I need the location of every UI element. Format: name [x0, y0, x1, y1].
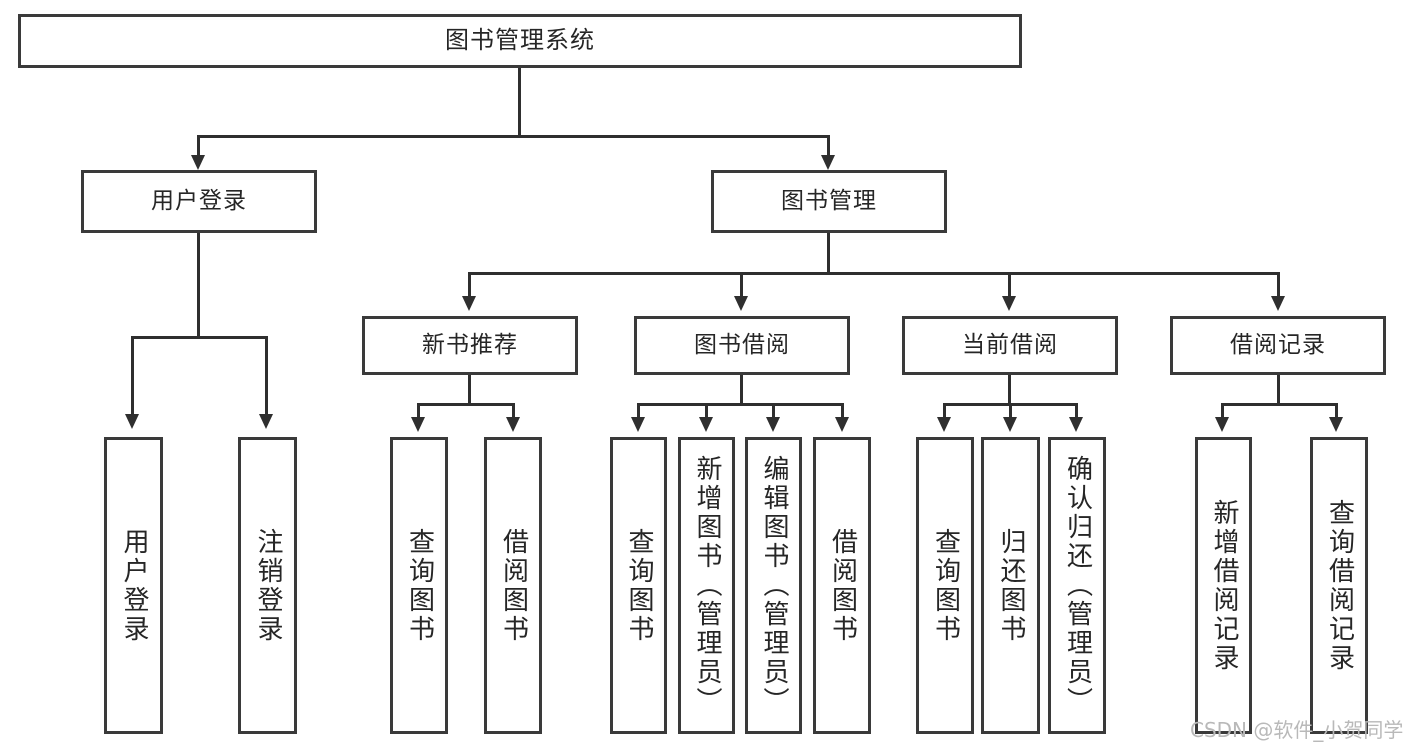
- connector-cb-drop-2: [1009, 403, 1012, 419]
- connector-user-login-drop-2: [265, 336, 268, 416]
- connector-new-book-stem: [468, 375, 471, 405]
- leaf-label: 查询借阅记录: [1324, 498, 1355, 673]
- arrowhead-borrow-record: [1271, 296, 1285, 311]
- leaf-bb-query-book[interactable]: 查询图书: [610, 437, 667, 734]
- connector-user-login-stem: [197, 233, 200, 338]
- connector-br-drop-1: [1221, 403, 1224, 419]
- leaf-label: 新增图书（管理员）: [692, 455, 723, 716]
- leaf-bb-edit-book[interactable]: 编辑图书（管理员）: [745, 437, 802, 734]
- leaf-logout[interactable]: 注销登录: [238, 437, 297, 734]
- connector-book-manage-stem: [827, 233, 830, 274]
- leaf-nb-borrow-book[interactable]: 借阅图书: [484, 437, 542, 734]
- leaf-label: 编辑图书（管理员）: [759, 455, 790, 716]
- node-label: 借阅记录: [1230, 332, 1326, 359]
- arrowhead-nb-leaf-1: [411, 417, 425, 432]
- node-book-management[interactable]: 图书管理: [711, 170, 947, 233]
- connector-root-bus: [197, 135, 830, 138]
- arrowhead-user-login: [191, 155, 205, 170]
- arrowhead-cb-leaf-3: [1069, 417, 1083, 432]
- connector-cb-drop-3: [1075, 403, 1078, 419]
- arrowhead-cb-leaf-2: [1003, 417, 1017, 432]
- connector-book-manage-bus: [468, 272, 1280, 275]
- arrowhead-bb-leaf-1: [631, 417, 645, 432]
- connector-to-new-book: [468, 272, 471, 298]
- leaf-cb-query-book[interactable]: 查询图书: [916, 437, 974, 734]
- connector-borrow-record-bus: [1221, 403, 1338, 406]
- connector-root-to-user-login: [197, 135, 200, 157]
- arrowhead-leaf-logout: [259, 414, 273, 429]
- connector-cb-drop-1: [943, 403, 946, 419]
- arrowhead-book-manage: [821, 155, 835, 170]
- arrowhead-bb-leaf-3: [766, 417, 780, 432]
- leaf-bb-borrow-book[interactable]: 借阅图书: [813, 437, 871, 734]
- node-label: 新书推荐: [422, 332, 518, 359]
- connector-to-current-borrow: [1008, 272, 1011, 298]
- connector-book-borrow-bus: [637, 403, 844, 406]
- arrowhead-bb-leaf-4: [835, 417, 849, 432]
- connector-new-book-bus: [417, 403, 515, 406]
- leaf-br-add-record[interactable]: 新增借阅记录: [1195, 437, 1252, 734]
- connector-bb-drop-2: [705, 403, 708, 419]
- leaf-label: 查询图书: [624, 527, 655, 644]
- leaf-cb-return-book[interactable]: 归还图书: [981, 437, 1040, 734]
- connector-new-book-drop-2: [512, 403, 515, 419]
- node-label: 用户登录: [151, 188, 247, 215]
- arrowhead-bb-leaf-2: [699, 417, 713, 432]
- leaf-label: 用户登录: [119, 527, 150, 644]
- leaf-cb-confirm-return[interactable]: 确认归还（管理员）: [1048, 437, 1106, 734]
- arrowhead-leaf-user-login: [125, 414, 139, 429]
- connector-current-borrow-stem: [1008, 375, 1011, 405]
- leaf-label: 归还图书: [996, 527, 1027, 644]
- leaf-label: 查询图书: [404, 527, 435, 644]
- node-root-system[interactable]: 图书管理系统: [18, 14, 1022, 68]
- connector-br-drop-2: [1335, 403, 1338, 419]
- leaf-label: 注销登录: [253, 527, 284, 644]
- leaf-user-login[interactable]: 用户登录: [104, 437, 163, 734]
- node-current-borrow[interactable]: 当前借阅: [902, 316, 1118, 375]
- node-book-borrow[interactable]: 图书借阅: [634, 316, 850, 375]
- connector-to-borrow-record: [1277, 272, 1280, 298]
- leaf-label: 确认归还（管理员）: [1062, 455, 1093, 716]
- leaf-br-query-record[interactable]: 查询借阅记录: [1310, 437, 1368, 734]
- leaf-nb-query-book[interactable]: 查询图书: [390, 437, 448, 734]
- node-label: 当前借阅: [962, 332, 1058, 359]
- node-user-login[interactable]: 用户登录: [81, 170, 317, 233]
- connector-bb-drop-4: [841, 403, 844, 419]
- connector-root-to-book-manage: [827, 135, 830, 157]
- connector-to-book-borrow: [740, 272, 743, 298]
- leaf-label: 借阅图书: [827, 527, 858, 644]
- arrowhead-nb-leaf-2: [506, 417, 520, 432]
- arrowhead-br-leaf-2: [1329, 417, 1343, 432]
- connector-user-login-bus: [131, 336, 268, 339]
- node-label: 图书管理系统: [445, 26, 595, 55]
- connector-bb-drop-3: [772, 403, 775, 419]
- arrowhead-current-borrow: [1002, 296, 1016, 311]
- node-borrow-record[interactable]: 借阅记录: [1170, 316, 1386, 375]
- leaf-bb-add-book[interactable]: 新增图书（管理员）: [678, 437, 735, 734]
- connector-bb-drop-1: [637, 403, 640, 419]
- connector-book-borrow-stem: [740, 375, 743, 405]
- connector-user-login-drop-1: [131, 336, 134, 416]
- connector-new-book-drop-1: [417, 403, 420, 419]
- arrowhead-cb-leaf-1: [937, 417, 951, 432]
- connector-borrow-record-stem: [1277, 375, 1280, 405]
- leaf-label: 新增借阅记录: [1209, 498, 1240, 673]
- node-label: 图书借阅: [694, 332, 790, 359]
- leaf-label: 借阅图书: [498, 527, 529, 644]
- node-label: 图书管理: [781, 188, 877, 215]
- arrowhead-br-leaf-1: [1215, 417, 1229, 432]
- connector-root-stem: [518, 68, 521, 137]
- node-new-book-recommend[interactable]: 新书推荐: [362, 316, 578, 375]
- leaf-label: 查询图书: [930, 527, 961, 644]
- arrowhead-book-borrow: [734, 296, 748, 311]
- arrowhead-new-book: [462, 296, 476, 311]
